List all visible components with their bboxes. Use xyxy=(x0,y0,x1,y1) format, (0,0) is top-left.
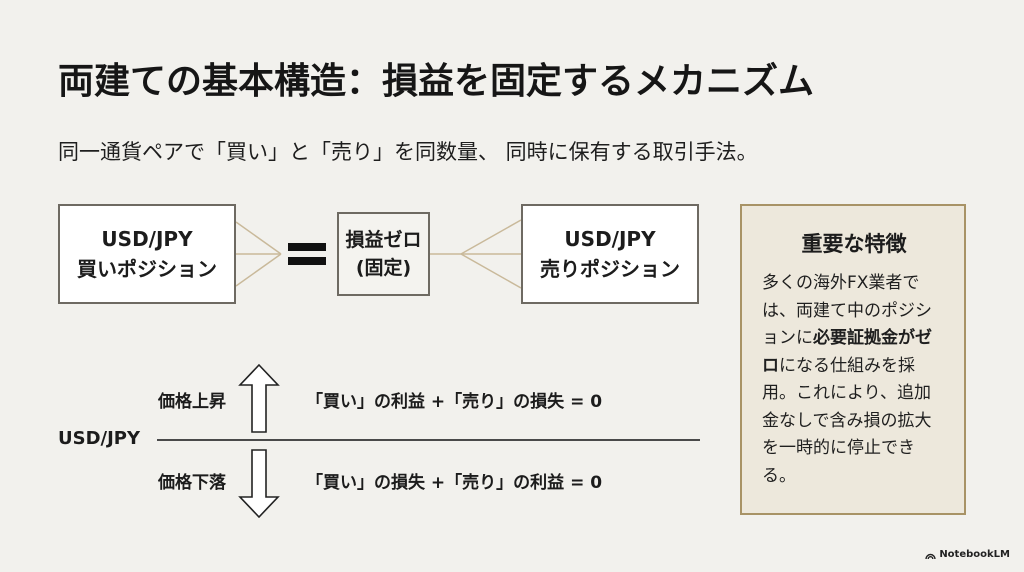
price-down-equation: 「買い」の損失 +「売り」の利益 = 0 xyxy=(306,473,603,493)
feature-body-post: になる仕組みを採用。これにより、追加金なしで含み損の拡大を一時的に停止できる。 xyxy=(762,355,932,486)
price-axis-line xyxy=(157,439,700,441)
connector-line xyxy=(235,253,282,287)
equals-icon xyxy=(288,241,326,267)
feature-body: 多くの海外FX業者では、両建て中のポジションに必要証拠金がゼロになる仕組みを採用… xyxy=(762,270,946,490)
buy-box-pair: USD/JPY xyxy=(101,227,193,251)
feature-body-pre: 多くの海外FX業者では、両建て中のポジションに xyxy=(762,273,932,348)
zero-box-sub: (固定) xyxy=(355,257,412,279)
connector-line xyxy=(235,221,282,255)
arrow-up-icon xyxy=(238,364,280,433)
notebooklm-icon xyxy=(925,553,937,559)
price-up-equation: 「買い」の利益 +「売り」の損失 = 0 xyxy=(306,392,603,412)
arrow-down-icon xyxy=(238,449,280,518)
feature-title: 重要な特徴 xyxy=(801,231,907,256)
branding-label: NotebookLM xyxy=(939,549,1010,560)
buy-box-label: 買いポジション xyxy=(77,257,217,281)
sell-box-pair: USD/JPY xyxy=(564,227,656,251)
price-up-label: 価格上昇 xyxy=(158,392,226,412)
connector-line xyxy=(460,219,522,255)
axis-pair-label: USD/JPY xyxy=(58,428,141,449)
branding: NotebookLM xyxy=(925,549,1010,560)
page-subtitle: 同一通貨ペアで「買い」と「売り」を同数量、 同時に保有する取引手法。 xyxy=(58,140,758,164)
zero-box-label: 損益ゼロ xyxy=(345,229,422,251)
price-down-label: 価格下落 xyxy=(158,473,226,493)
buy-position-box: USD/JPY 買いポジション xyxy=(58,204,236,304)
sell-position-box: USD/JPY 売りポジション xyxy=(521,204,699,304)
feature-body-bold: 必要証拠金がゼロ xyxy=(762,328,932,376)
zero-pnl-box: 損益ゼロ (固定) xyxy=(337,212,430,296)
feature-panel: 重要な特徴 多くの海外FX業者では、両建て中のポジションに必要証拠金がゼロになる… xyxy=(740,204,966,515)
sell-box-label: 売りポジション xyxy=(540,257,680,281)
page-title: 両建ての基本構造：損益を固定するメカニズム xyxy=(58,60,815,102)
connector-line xyxy=(460,253,522,289)
